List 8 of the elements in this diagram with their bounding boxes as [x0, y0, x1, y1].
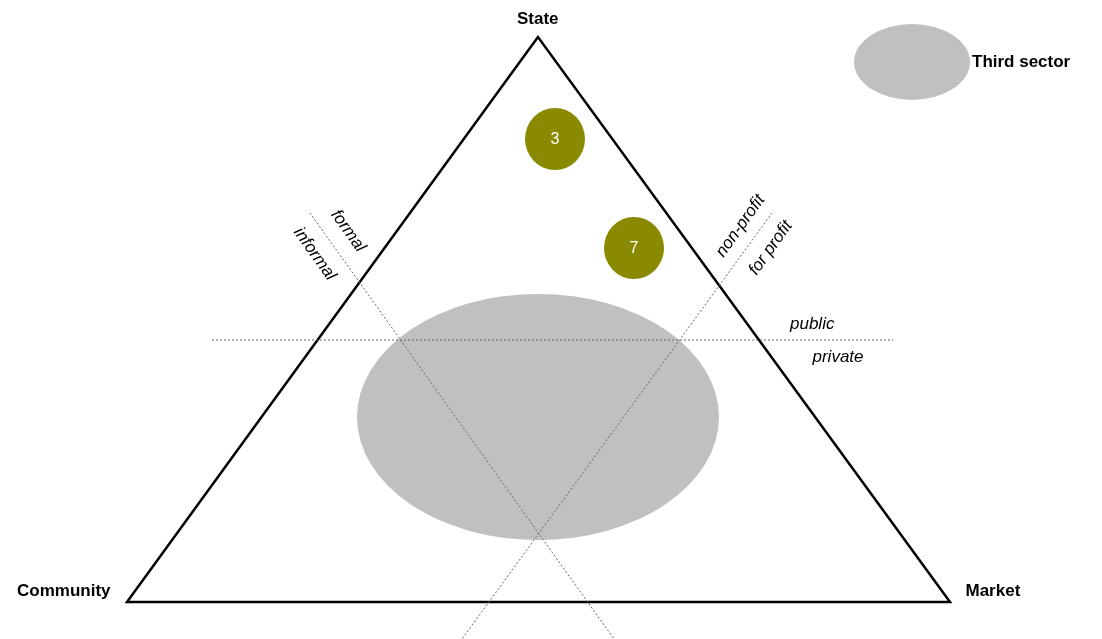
legend-label: Third sector	[972, 53, 1071, 70]
vertex-label: Market	[965, 581, 1021, 599]
numbered-circle: 3	[525, 108, 585, 170]
divider-label: private	[812, 347, 864, 365]
vertex-label: Community	[17, 581, 111, 599]
divider-label: public	[790, 314, 835, 332]
numbered-circle: 7	[604, 217, 664, 279]
vertex-label: State	[517, 9, 559, 27]
